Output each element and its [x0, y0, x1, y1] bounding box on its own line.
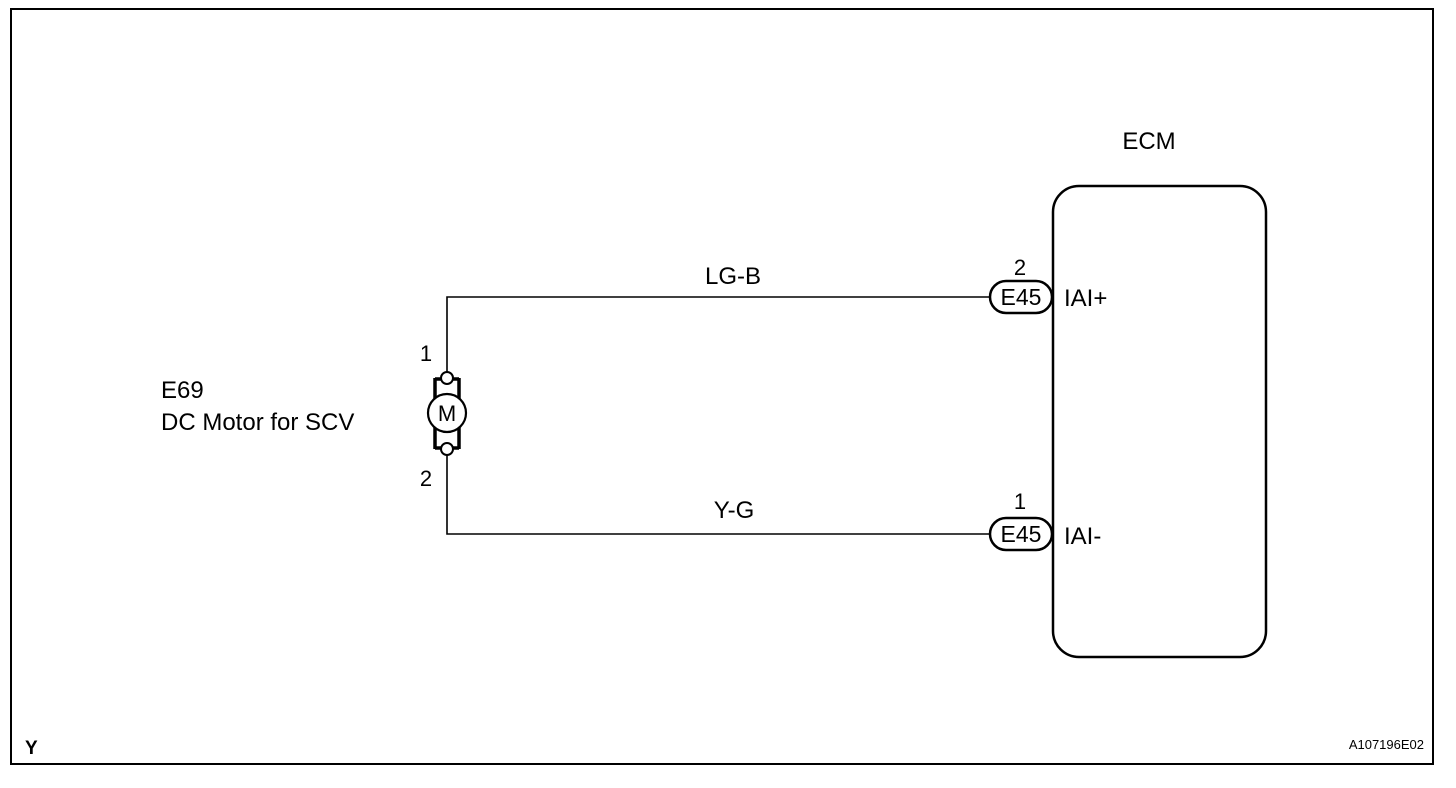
connector-e45-bottom-label: E45	[1001, 521, 1042, 547]
connector-e45-bottom	[988, 516, 1054, 552]
diagram-frame	[10, 8, 1434, 765]
motor-pin-number-1: 1	[420, 341, 432, 366]
ecm-pin-number-2: 2	[1014, 255, 1026, 280]
connector-e45-top	[988, 279, 1054, 315]
wire-color-label-y-g: Y-G	[714, 497, 754, 524]
corner-code: Y	[25, 738, 38, 759]
wire-y-g	[446, 449, 990, 535]
figure-id: A107196E02	[1349, 737, 1424, 752]
motor-symbol	[426, 371, 468, 456]
ecm-box	[1051, 184, 1268, 659]
terminal-iai-minus: IAI-	[1064, 523, 1101, 550]
ecm-pin-number-1: 1	[1014, 489, 1026, 514]
motor-pin-number-2: 2	[420, 466, 432, 491]
motor-symbol-letter: M	[438, 401, 456, 426]
wire-lg-b	[446, 296, 990, 378]
motor-connector-code: E69	[161, 377, 204, 404]
connector-e45-top-label: E45	[1001, 284, 1042, 310]
wire-color-label-lg-b: LG-B	[705, 263, 761, 290]
ecm-title: ECM	[1122, 128, 1175, 155]
motor-name: DC Motor for SCV	[161, 409, 354, 436]
terminal-iai-plus: IAI+	[1064, 285, 1107, 312]
